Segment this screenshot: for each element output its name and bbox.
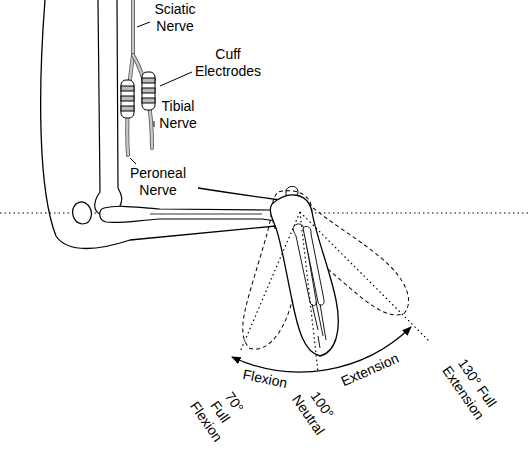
angle-label: 100° Neutral	[288, 382, 342, 438]
nerve-label: Tibial Nerve	[159, 98, 196, 132]
angle-label: 130° Full Extension	[438, 353, 501, 423]
femur	[95, 0, 122, 216]
cuff-electrode	[121, 80, 134, 118]
neutral-foot	[270, 195, 338, 356]
angle-ray	[240, 212, 430, 372]
shin-outline	[198, 188, 280, 200]
fibula	[150, 214, 262, 215]
nerve-label: Sciatic Nerve	[154, 1, 195, 35]
part-label: Cuff Electrodes	[195, 46, 261, 80]
cuff-electrode	[142, 72, 155, 110]
nerve-label: Peroneal Nerve	[130, 165, 186, 199]
flexed-foot	[206, 183, 342, 357]
patella	[73, 202, 92, 224]
motion-label: Extension	[338, 350, 401, 391]
foot-bones	[293, 224, 326, 348]
motion-label: Flexion	[241, 366, 289, 392]
leader-line	[130, 22, 192, 164]
angle-label: 70° Full Flexion	[186, 379, 254, 445]
tibia	[100, 206, 283, 222]
